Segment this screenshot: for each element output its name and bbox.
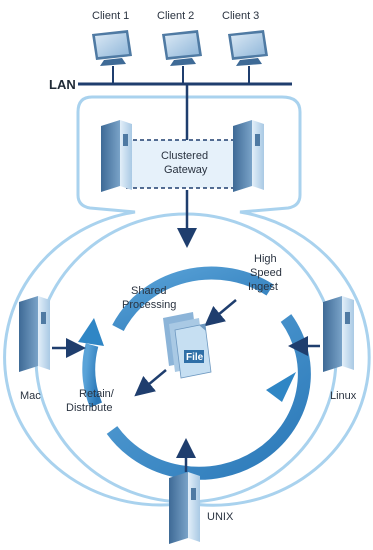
linux-label: Linux — [330, 390, 357, 402]
client-1: Client 1 — [92, 10, 132, 66]
server-unix — [169, 438, 200, 544]
server-tower-icon — [19, 296, 50, 372]
stage-processing-line2: Processing — [122, 299, 176, 311]
stage-distribute-line1: Retain/ — [79, 388, 115, 400]
ingest-arrow — [204, 299, 237, 327]
unix-label: UNIX — [207, 511, 234, 523]
client-2: Client 2 — [157, 10, 202, 66]
gateway-server-right — [233, 120, 264, 192]
gateway-label-line2: Gateway — [164, 164, 208, 176]
file-label: File — [186, 352, 204, 363]
monitor-icon — [162, 30, 202, 66]
workflow-ring — [78, 266, 311, 480]
monitor-icon — [92, 30, 132, 66]
server-linux — [288, 296, 354, 372]
stage-ingest-line1: High — [254, 253, 277, 265]
server-tower-icon — [323, 296, 354, 372]
stage-ingest-line3: Ingest — [248, 281, 278, 293]
server-tower-icon — [101, 120, 132, 192]
lan-label: LAN — [49, 77, 76, 92]
server-tower-icon — [169, 472, 200, 544]
client-2-label: Client 2 — [157, 10, 194, 22]
stage-processing-line1: Shared — [131, 285, 166, 297]
server-tower-icon — [233, 120, 264, 192]
stage-ingest-line2: Speed — [250, 267, 282, 279]
file-stack-icon — [163, 312, 212, 379]
distribute-arrow — [134, 369, 167, 397]
gateway-server-left — [101, 120, 132, 192]
gateway-cluster-box — [125, 139, 245, 189]
client-3: Client 3 — [222, 10, 268, 66]
client-3-label: Client 3 — [222, 10, 259, 22]
client-1-label: Client 1 — [92, 10, 129, 22]
gateway-label-line1: Clustered — [161, 150, 208, 162]
monitor-icon — [228, 30, 268, 66]
mac-label: Mac — [20, 390, 41, 402]
server-mac — [19, 296, 86, 372]
stage-distribute-line2: Distribute — [66, 402, 112, 414]
